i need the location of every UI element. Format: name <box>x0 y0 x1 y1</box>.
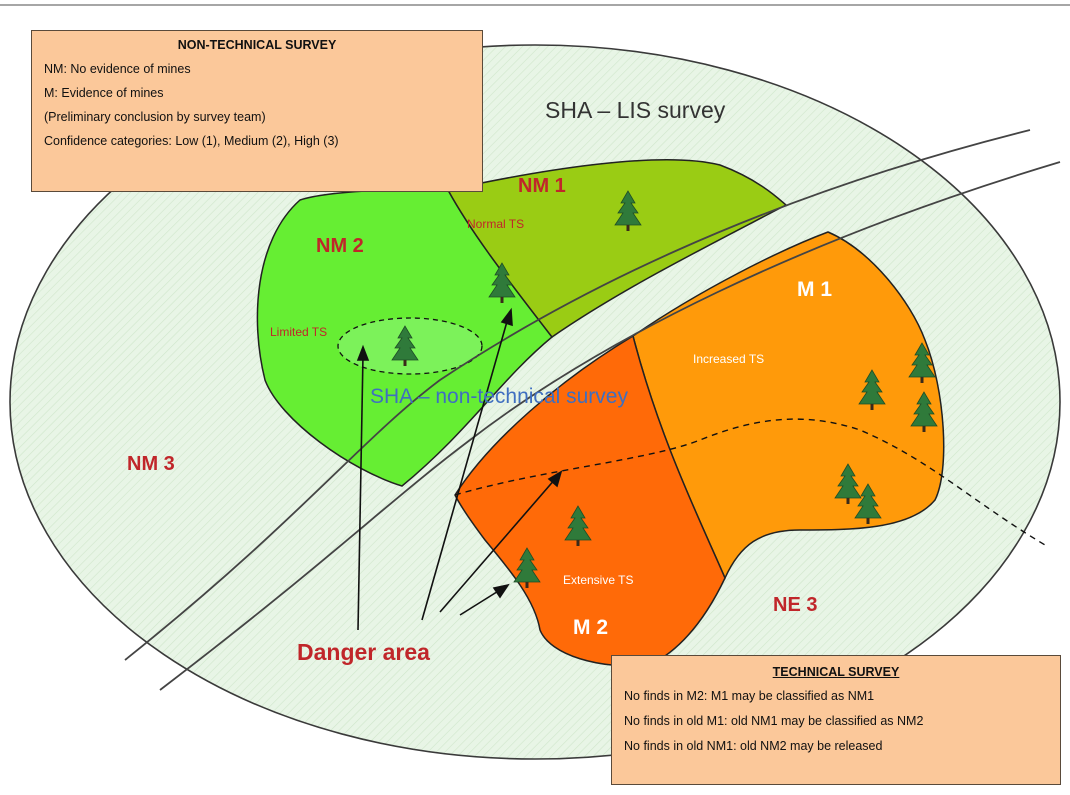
danger-area-label: Danger area <box>297 639 430 665</box>
dashed-boundary <box>454 418 1046 546</box>
road-line-2 <box>159 161 1061 691</box>
m2-label: M 2 <box>573 616 608 639</box>
m1-label: M 1 <box>797 278 832 301</box>
sha-nts-label: SHA – non-technical survey <box>370 385 628 408</box>
nts-box-line: Confidence categories: Low (1), Medium (… <box>44 134 339 148</box>
nm1-label: NM 1 <box>518 175 566 197</box>
extensive-ts-label: Extensive TS <box>563 573 633 587</box>
normal-ts-label: Normal TS <box>467 217 524 231</box>
ts-box-line: No finds in M2: M1 may be classified as … <box>624 689 875 703</box>
non-technical-survey-box: NON-TECHNICAL SURVEY NM: No evidence of … <box>31 30 483 192</box>
nts-box-title: NON-TECHNICAL SURVEY <box>177 38 337 52</box>
danger-arrows <box>356 307 563 631</box>
sha-lis-ellipse <box>9 44 1061 760</box>
limited-ts-label: Limited TS <box>270 325 327 339</box>
nm2-label: NM 2 <box>316 235 364 257</box>
increased-ts-label: Increased TS <box>693 352 764 366</box>
area-m2 <box>454 334 726 667</box>
nts-box-line: (Preliminary conclusion by survey team) <box>44 110 266 124</box>
ne3-label: NE 3 <box>773 594 817 616</box>
nm3-label: NM 3 <box>127 453 175 475</box>
nts-box-line: NM: No evidence of mines <box>44 62 191 76</box>
nts-box-line: M: Evidence of mines <box>44 86 164 100</box>
road-line-1 <box>124 129 1031 661</box>
ts-box-line: No finds in old M1: old NM1 may be class… <box>624 714 924 728</box>
technical-survey-box: TECHNICAL SURVEY No finds in M2: M1 may … <box>611 655 1061 785</box>
ts-box-line: No finds in old NM1: old NM2 may be rele… <box>624 739 883 753</box>
sha-lis-label: SHA – LIS survey <box>545 97 726 123</box>
ts-box-title: TECHNICAL SURVEY <box>772 665 900 679</box>
